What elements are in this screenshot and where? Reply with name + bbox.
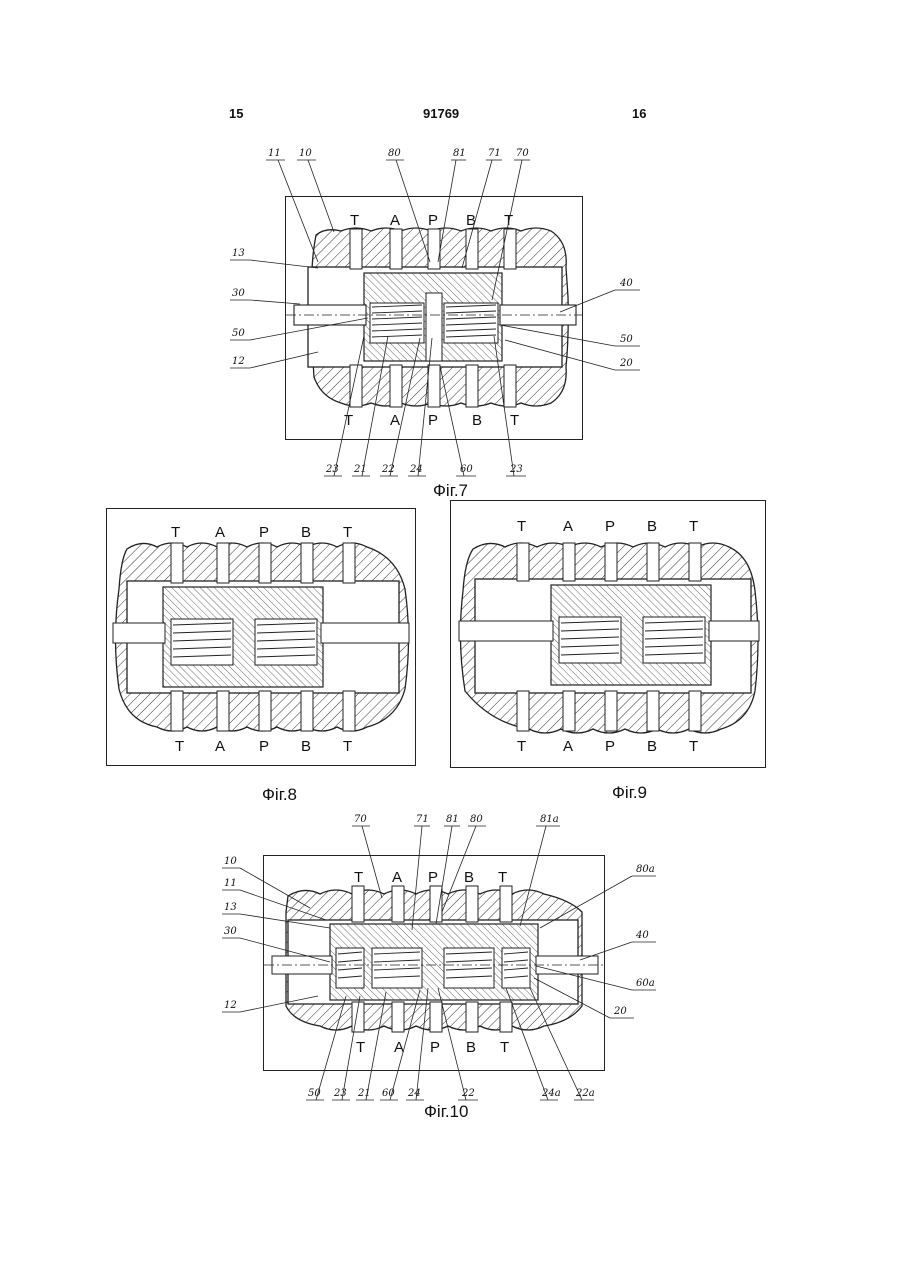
patent-number: 91769 xyxy=(423,106,459,121)
port-label: T xyxy=(689,738,698,755)
ref-numeral: 12 xyxy=(232,356,245,367)
port-label: P xyxy=(605,738,615,755)
port-label: P xyxy=(428,212,438,229)
port-label: T xyxy=(350,212,359,229)
ref-numeral: 70 xyxy=(354,814,367,825)
figure-10-caption: Фіг.10 xyxy=(424,1102,468,1122)
ref-numeral: 60a xyxy=(636,978,655,989)
port-label: P xyxy=(428,869,438,886)
ref-numeral: 81 xyxy=(453,148,466,159)
port-label: B xyxy=(466,1039,476,1056)
figure-9: T A P B T T A P B T xyxy=(450,500,766,768)
figure-7-drawing: T A P B T T A P B T xyxy=(286,197,582,439)
port-label: B xyxy=(301,524,311,541)
port-label: P xyxy=(605,518,615,535)
port-label: A xyxy=(390,212,400,229)
ref-numeral: 22 xyxy=(461,1088,475,1099)
ref-numeral: 22 xyxy=(381,464,395,475)
ref-numeral: 13 xyxy=(224,902,237,913)
ref-numeral: 10 xyxy=(299,148,312,159)
port-label: P xyxy=(430,1039,440,1056)
port-label: T xyxy=(354,869,363,886)
ref-numeral: 71 xyxy=(416,814,429,825)
ref-numeral: 80 xyxy=(470,814,483,825)
ref-numeral: 60 xyxy=(382,1088,395,1099)
figure-10: T A P B T T A P B T xyxy=(263,855,605,1071)
ref-numeral: 40 xyxy=(619,278,633,289)
port-label: A xyxy=(390,412,400,429)
ref-numeral: 80 xyxy=(388,148,401,159)
port-label: T xyxy=(175,738,184,755)
ref-numeral: 12 xyxy=(224,1000,237,1011)
ref-numeral: 11 xyxy=(224,878,237,889)
ref-numeral: 13 xyxy=(232,248,245,259)
ref-numeral: 23 xyxy=(509,464,523,475)
port-label: B xyxy=(647,518,657,535)
ref-numeral: 60 xyxy=(460,464,473,475)
ref-numeral: 11 xyxy=(268,148,281,159)
ref-numeral: 80a xyxy=(636,864,655,875)
port-label: P xyxy=(428,412,438,429)
ref-numeral: 24 xyxy=(409,464,423,475)
figure-8: T A P B T T A P B T xyxy=(106,508,416,766)
port-label: T xyxy=(689,518,698,535)
port-label: B xyxy=(466,212,476,229)
port-label: B xyxy=(464,869,474,886)
port-label: T xyxy=(343,738,352,755)
ref-numeral: 50 xyxy=(232,328,245,339)
figure-9-drawing: T A P B T T A P B T xyxy=(451,501,765,767)
port-label: B xyxy=(472,412,482,429)
port-label: T xyxy=(500,1039,509,1056)
port-label: A xyxy=(563,738,573,755)
ref-numeral: 20 xyxy=(613,1006,627,1017)
ref-numeral: 24a xyxy=(541,1088,561,1099)
port-label: T xyxy=(504,212,513,229)
figure-10-drawing: T A P B T T A P B T xyxy=(264,856,604,1070)
ref-numeral: 81 xyxy=(446,814,459,825)
ref-numeral: 23 xyxy=(333,1088,347,1099)
ref-numeral: 21 xyxy=(357,1088,371,1099)
port-label: A xyxy=(392,869,402,886)
figure-9-caption: Фіг.9 xyxy=(612,783,647,803)
port-label: T xyxy=(356,1039,365,1056)
port-label: T xyxy=(344,412,353,429)
ref-numeral: 10 xyxy=(224,856,237,867)
port-label: A xyxy=(215,524,225,541)
figure-8-caption: Фіг.8 xyxy=(262,785,297,805)
ref-numeral: 24 xyxy=(407,1088,421,1099)
port-label: P xyxy=(259,738,269,755)
figure-8-drawing: T A P B T T A P B T xyxy=(107,509,415,765)
port-label: A xyxy=(563,518,573,535)
ref-numeral: 70 xyxy=(516,148,529,159)
ref-numeral: 21 xyxy=(353,464,367,475)
ref-numeral: 30 xyxy=(224,926,237,937)
figure-7-caption: Фіг.7 xyxy=(433,481,468,501)
port-label: T xyxy=(517,518,526,535)
ref-numeral: 50 xyxy=(620,334,633,345)
port-label: T xyxy=(171,524,180,541)
ref-numeral: 23 xyxy=(325,464,339,475)
port-label: A xyxy=(215,738,225,755)
ref-numeral: 81a xyxy=(540,814,559,825)
figure-7: T A P B T T A P B T xyxy=(285,196,583,440)
port-label: P xyxy=(259,524,269,541)
port-label: B xyxy=(301,738,311,755)
port-label: T xyxy=(498,869,507,886)
ref-numeral: 30 xyxy=(232,288,245,299)
ref-numeral: 40 xyxy=(635,930,649,941)
ref-numeral: 22a xyxy=(575,1088,595,1099)
page-number-left: 15 xyxy=(229,106,243,121)
ref-numeral: 71 xyxy=(488,148,501,159)
port-label: B xyxy=(647,738,657,755)
port-label: A xyxy=(394,1039,404,1056)
ref-numeral: 20 xyxy=(619,358,633,369)
port-label: T xyxy=(510,412,519,429)
page-number-right: 16 xyxy=(632,106,646,121)
port-label: T xyxy=(343,524,352,541)
ref-numeral: 50 xyxy=(308,1088,321,1099)
port-label: T xyxy=(517,738,526,755)
